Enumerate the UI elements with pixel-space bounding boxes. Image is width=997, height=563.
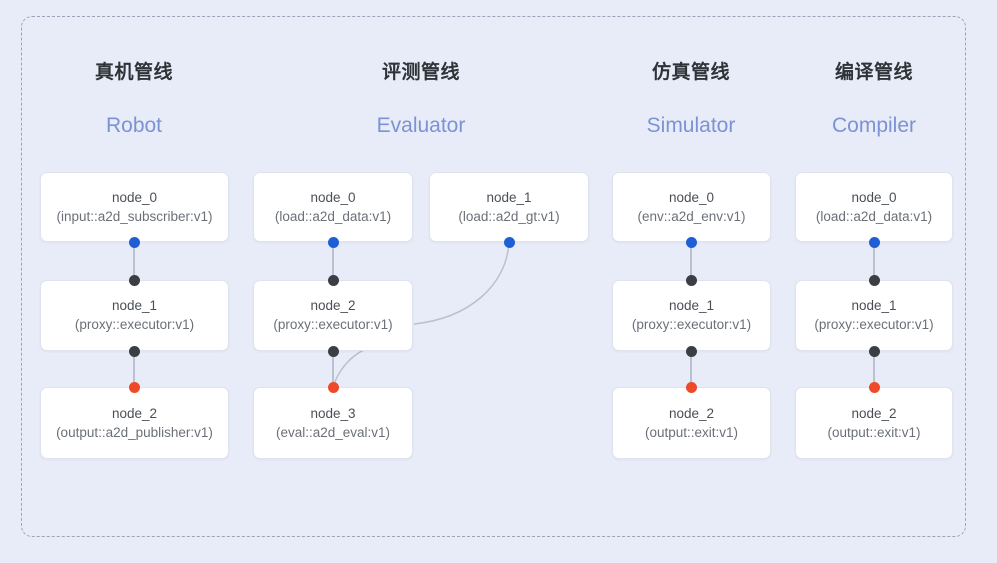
edge-evaluator-n0-n2 <box>332 242 334 280</box>
column-title-en-simulator: Simulator <box>646 114 736 137</box>
port-dot-output-evaluator-n0 <box>327 236 339 248</box>
node-spec: (eval::a2d_eval:v1) <box>275 424 391 440</box>
node-name: node_2 <box>111 405 158 421</box>
node-evaluator-1[interactable]: node_1 (load::a2d_gt:v1) <box>429 172 589 242</box>
edge-compiler-n0-n1 <box>873 242 875 280</box>
node-evaluator-0[interactable]: node_0 (load::a2d_data:v1) <box>253 172 413 242</box>
port-dot-output-evaluator-n1 <box>503 236 515 248</box>
edge-robot-n0-n1 <box>133 242 135 280</box>
node-name: node_0 <box>668 189 715 205</box>
node-spec: (load::a2d_data:v1) <box>274 208 392 224</box>
column-title-en-robot: Robot <box>105 114 163 137</box>
node-compiler-1[interactable]: node_1 (proxy::executor:v1) <box>795 280 953 351</box>
diagram-outer-frame <box>21 16 966 537</box>
node-spec: (proxy::executor:v1) <box>814 317 934 332</box>
column-title-en-compiler: Compiler <box>831 114 917 137</box>
port-dot-output-robot-n0 <box>128 236 140 248</box>
port-dot-output-compiler-n0 <box>868 236 880 248</box>
edge-compiler-n1-n2 <box>873 351 875 387</box>
node-name: node_1 <box>851 298 897 313</box>
port-dot-input-compiler-n2 <box>868 381 880 393</box>
node-compiler-0[interactable]: node_0 (load::a2d_data:v1) <box>795 172 953 242</box>
column-title-en-evaluator: Evaluator <box>376 114 466 137</box>
node-simulator-0[interactable]: node_0 (env::a2d_env:v1) <box>612 172 771 242</box>
node-name: node_0 <box>851 189 897 205</box>
node-spec: (output::a2d_publisher:v1) <box>56 424 213 440</box>
port-dot-input-simulator-n2 <box>685 381 697 393</box>
node-spec: (load::a2d_gt:v1) <box>458 208 560 224</box>
node-spec: (proxy::executor:v1) <box>273 317 393 332</box>
column-title-cn-robot: 真机管线 <box>94 62 173 83</box>
node-robot-2[interactable]: node_2 (output::a2d_publisher:v1) <box>40 387 229 459</box>
node-simulator-2[interactable]: node_2 (output::exit:v1) <box>612 387 771 459</box>
node-robot-0[interactable]: node_0 (input::a2d_subscriber:v1) <box>40 172 229 242</box>
node-spec: (output::exit:v1) <box>827 424 921 440</box>
node-name: node_1 <box>668 298 715 313</box>
edge-evaluator-n2-n3 <box>332 351 334 387</box>
node-simulator-1[interactable]: node_1 (proxy::executor:v1) <box>612 280 771 351</box>
node-name: node_3 <box>310 405 356 421</box>
port-dot-input-compiler-n1 <box>868 274 880 286</box>
node-name: node_2 <box>668 405 715 421</box>
node-name: node_1 <box>486 189 532 205</box>
port-dot-output-simulator-n1 <box>685 345 697 357</box>
node-name: node_2 <box>851 405 897 421</box>
port-dot-output-robot-n1 <box>128 345 140 357</box>
port-dot-input-evaluator-n2 <box>327 274 339 286</box>
port-dot-input-robot-n1 <box>128 274 140 286</box>
column-title-cn-compiler: 编译管线 <box>834 62 913 83</box>
port-dot-input-evaluator-n3 <box>327 381 339 393</box>
column-header-compiler: 编译管线 Compiler <box>784 60 964 140</box>
edge-simulator-n1-n2 <box>690 351 692 387</box>
node-spec: (load::a2d_data:v1) <box>815 208 933 224</box>
column-header-robot: 真机管线 Robot <box>44 60 224 140</box>
node-spec: (input::a2d_subscriber:v1) <box>56 208 213 224</box>
node-spec: (output::exit:v1) <box>644 424 739 440</box>
node-name: node_0 <box>310 189 356 205</box>
port-dot-input-simulator-n1 <box>685 274 697 286</box>
port-dot-output-evaluator-n2 <box>327 345 339 357</box>
port-dot-input-robot-n2 <box>128 381 140 393</box>
node-robot-1[interactable]: node_1 (proxy::executor:v1) <box>40 280 229 351</box>
edge-robot-n1-n2 <box>133 351 135 387</box>
node-name: node_2 <box>310 298 356 313</box>
node-evaluator-3[interactable]: node_3 (eval::a2d_eval:v1) <box>253 387 413 459</box>
node-compiler-2[interactable]: node_2 (output::exit:v1) <box>795 387 953 459</box>
port-dot-output-compiler-n1 <box>868 345 880 357</box>
node-name: node_0 <box>111 189 158 205</box>
node-name: node_1 <box>111 298 158 313</box>
column-title-cn-simulator: 仿真管线 <box>651 62 730 83</box>
node-spec: (proxy::executor:v1) <box>631 317 752 332</box>
column-header-evaluator: 评测管线 Evaluator <box>331 60 511 140</box>
node-spec: (env::a2d_env:v1) <box>637 208 746 224</box>
port-dot-output-simulator-n0 <box>685 236 697 248</box>
node-evaluator-2[interactable]: node_2 (proxy::executor:v1) <box>253 280 413 351</box>
column-title-cn-evaluator: 评测管线 <box>381 62 460 83</box>
column-header-simulator: 仿真管线 Simulator <box>601 60 781 140</box>
node-spec: (proxy::executor:v1) <box>74 317 195 332</box>
edge-simulator-n0-n1 <box>690 242 692 280</box>
